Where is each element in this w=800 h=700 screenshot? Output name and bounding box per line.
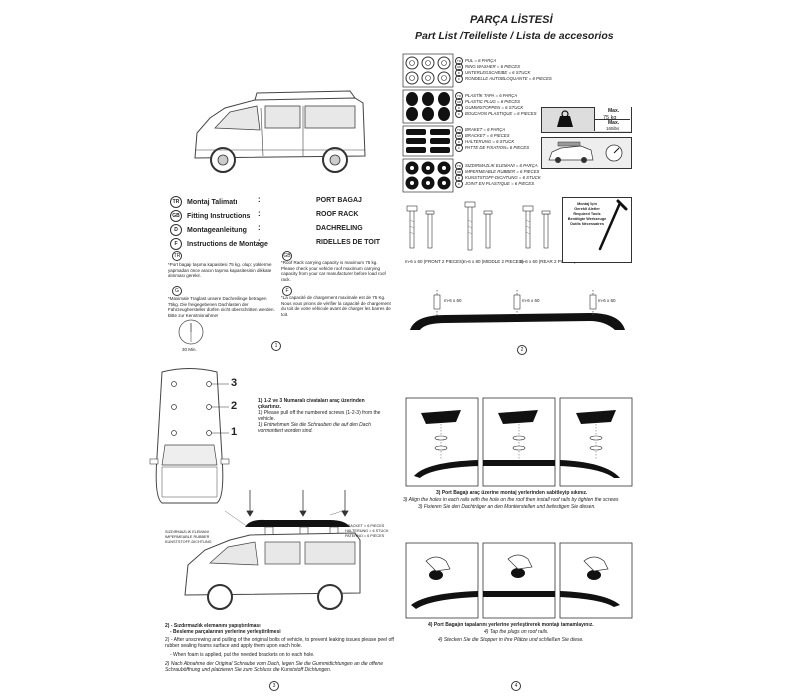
step2-callouts-left: SIZDIRMAZLIK ELEMANI IMPERMEABLE RUBBER … <box>165 530 212 544</box>
rail-screw-label-1: m-6 x 60 <box>444 298 462 303</box>
page-number-1: 1 <box>271 341 281 351</box>
screw-marker-3: 3 <box>231 377 238 389</box>
clock-label: 30 Min. <box>182 347 197 352</box>
instruction-row-d: D Montageanleitung <box>170 224 247 236</box>
hex-key-icon <box>598 199 628 251</box>
clock-icon <box>178 319 204 345</box>
rail-screw-label-3: m-6 x 60 <box>598 298 616 303</box>
capacity-note-tr: *Port bagajı taşıma kapasitesi 75 kg. ol… <box>168 262 272 278</box>
step1-text-gb: 1) Please pull off the numbered screws (… <box>258 410 381 422</box>
gauge-icon <box>605 144 623 162</box>
instruction-left-gb: Fitting Instructions <box>187 212 251 220</box>
max-weight-label-2: Max. <box>608 120 620 126</box>
screw-label-middle: m-6 x 80 (MIDDLE 2 PIECES) <box>463 259 524 264</box>
step3-text-d: 3) Fixieren Sie den Dachträger an den Mo… <box>418 504 596 510</box>
page-number-3: 3 <box>269 681 279 691</box>
plastic-plug-illustration <box>402 89 454 124</box>
instruction-right-d: DACHRELING <box>316 225 363 232</box>
step2-text-gb2: - When foam is applied, put the needed b… <box>170 652 315 658</box>
max-weight-label-1: Max. <box>608 108 620 114</box>
step4-text-gb: 4) Tap the plugs on roof rails. <box>484 629 549 635</box>
step2-text-gb: 2) - After unscrewing and pulling of the… <box>165 637 394 649</box>
parts-list-title: PARÇA LİSTESİ <box>470 14 553 26</box>
car-roof-load-illustration <box>548 141 594 163</box>
screw-marker-2: 2 <box>231 400 238 412</box>
step4-text-tr: 4) Port Bagajın tapalarını yerlerine yer… <box>428 622 594 628</box>
parts-list-subtitle: Part List /Teileliste / Lista de accesor… <box>415 30 614 42</box>
max-weight-value-kg: 75 kg <box>603 115 617 121</box>
step3-panels-illustration <box>405 397 633 487</box>
badge-g: G <box>172 286 182 296</box>
step2-text-tr: 2) - Sızdırmazlık elemanını yapıştırılma… <box>165 623 261 629</box>
rubber-seal-illustration <box>402 158 454 193</box>
instruction-left-f: Instructions de Montage <box>187 240 268 248</box>
step3-text-gb: 3) Align the holes in each rails with th… <box>403 497 619 503</box>
instruction-left-d: Montageanleitung <box>187 226 247 234</box>
screw-marker-1: 1 <box>231 426 238 438</box>
step4-text-d: 4) Stecken Sie die Stopper in ihre Plätz… <box>438 637 584 643</box>
instruction-row-tr: TR Montaj Talimatı <box>170 196 237 208</box>
capacity-note-f: *La capacité de chargement maximale est … <box>281 295 391 317</box>
van-roof-rack-install-illustration <box>184 490 361 610</box>
step2-text-d: 2) Nach Abnahme der Original Schraube vo… <box>165 661 383 673</box>
capacity-note-gb: *Roof Rack carrying capacity is maximum … <box>281 260 386 282</box>
max-weight-value-lbs: 165lbs <box>606 126 620 131</box>
required-tools-text: Montaj İçin Gerekli Aletler Required Too… <box>567 202 607 226</box>
badge-tr: TR <box>172 251 182 261</box>
instruction-left-tr: Montaj Talimatı <box>187 198 238 206</box>
screw-set-illustration <box>406 201 551 251</box>
step1-text-tr: 1) 1-2 ve 3 Numaralı civataları araç üze… <box>258 398 365 410</box>
instruction-right-f: RIDELLES DE TOIT <box>316 239 381 246</box>
step1-text-d: 1) Entnehmen Sie die Schrauben die auf d… <box>258 422 371 434</box>
instruction-row-f: F Instructions de Montage <box>170 238 268 250</box>
screw-label-rear: m-6 x 60 (REAR 2 PIECES) <box>520 259 576 264</box>
instruction-row-gb: GB Fitting Instructions <box>170 210 250 222</box>
step2-text-tr2: - Besleme parçalarının yerlerine yerleşt… <box>170 629 281 635</box>
step4-panels-illustration <box>405 542 633 619</box>
ring-washer-illustration <box>402 53 454 88</box>
badge-f: F <box>282 286 292 296</box>
weight-icon <box>557 110 573 127</box>
van-side-illustration <box>194 90 366 173</box>
page-number-4: 4 <box>511 681 521 691</box>
badge-gb: GB <box>282 251 292 261</box>
required-tools-panel <box>562 197 632 263</box>
screw-label-front: m-6 x 60 (FRONT 2 PIECES) <box>405 259 464 264</box>
van-top-view-illustration <box>149 368 230 504</box>
capacity-note-g: *Maximale Traglast unsere Dachreilinge b… <box>168 296 275 318</box>
instruction-right-gb: ROOF RACK <box>316 211 359 218</box>
instruction-right-tr: PORT BAGAJ <box>316 197 362 204</box>
step3-text-tr: 3) Port Bagajı araç üzerine montaj yerle… <box>436 490 588 496</box>
roof-rail-screws-illustration <box>410 290 625 330</box>
page-number-2: 2 <box>517 345 527 355</box>
rail-screw-label-2: m-6 x 60 <box>522 298 540 303</box>
step2-callouts-right: BRACKET = 6 PIECES HALTERUNG = 6 STUCK P… <box>345 524 389 538</box>
bracket-illustration <box>402 125 454 157</box>
